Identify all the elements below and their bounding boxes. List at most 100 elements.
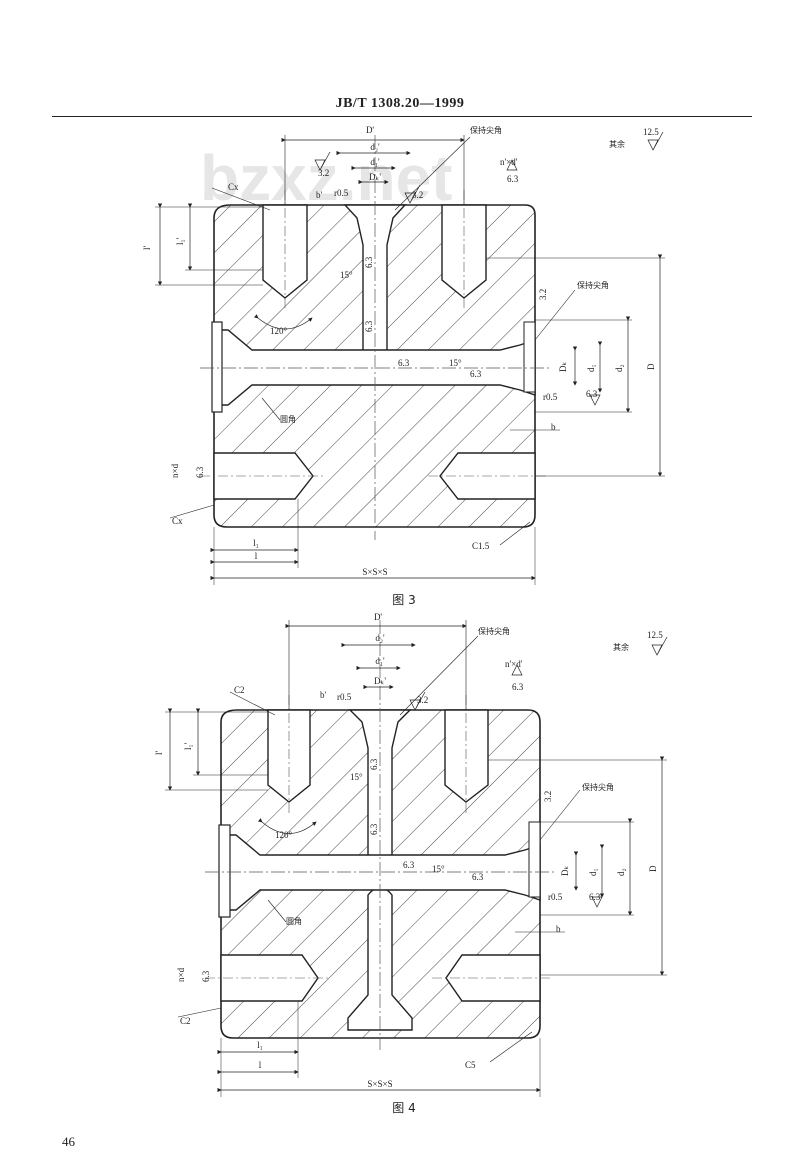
page-number: 46: [62, 1134, 75, 1149]
fig3-label-chamfer-top: Cx: [228, 182, 239, 192]
fig3-roughness-symbol: [589, 394, 601, 406]
fig3-label-thread-left: n×d: [170, 463, 180, 478]
fig4-left-spotface: [218, 824, 231, 918]
fig3-roughness-symbol: [647, 131, 664, 151]
figure-3: D' d₂' d₁' Dₖ' b' r0.5 保持尖角 n'×d' 6.3 3.…: [142, 125, 665, 607]
fig4-label-angle15-h: 15°: [432, 864, 445, 874]
fig3-label-ra32-right: 3.2: [538, 289, 548, 300]
fig3-label-round-corner: 圆角: [280, 414, 296, 424]
fig3-left-spotface: [211, 321, 223, 413]
fig4-roughness-symbol: [651, 636, 668, 656]
figure-4: D' d₂' d₁' Dₖ' b' r0.5 保持尖角 n'×d' 6.3 3.…: [154, 612, 668, 1115]
fig3-label-D-prime: D': [366, 125, 374, 135]
fig3-label-r05-right: r0.5: [543, 392, 558, 402]
header-title: JB/T 1308.20—1999: [335, 96, 465, 111]
fig4-label-ra63-h2: 6.3: [472, 872, 484, 882]
fig4-horizontal-bore: [220, 834, 541, 911]
fig3-label-angle15-h: 15°: [449, 358, 462, 368]
fig3-label-size: S×S×S: [362, 567, 387, 577]
fig3-roughness-symbol: [314, 151, 331, 171]
fig4-top-right-hole: [444, 709, 489, 803]
fig4-label-ra32-mid: 3.2: [417, 695, 428, 705]
fig4-label-d2: d₂: [616, 868, 626, 876]
fig3-label-l1: l₁: [253, 538, 259, 548]
fig4-label-thread-left: n×d: [176, 967, 186, 982]
fig4-roughness-symbol: [511, 664, 523, 676]
fig4-label-ra63-right: 6.3: [589, 892, 601, 902]
fig3-label-Dk: Dₖ: [558, 362, 568, 372]
fig4-label-d1-prime: d₁': [375, 656, 385, 666]
fig3-label-d1-prime: d₁': [370, 157, 380, 167]
fig3-label-l1-prime: l₁': [175, 237, 185, 245]
fig4-roughness-symbol: [409, 691, 426, 711]
fig4-label-l: l: [259, 1060, 262, 1070]
fig3-label-keep-sharp-top: 保持尖角: [470, 125, 502, 135]
fig3-label-chamfer-left: Cx: [172, 516, 183, 526]
fig4-label-angle120: 120°: [275, 830, 293, 840]
fig3-label-d1: d₁: [586, 364, 596, 372]
fig4-label-l1: l₁: [257, 1040, 263, 1050]
fig4-label-l1-prime: l₁': [183, 742, 193, 750]
fig3-label-ra32-left: 3.2: [318, 168, 329, 178]
fig4-label-round-corner: 圆角: [286, 916, 302, 926]
fig3-label-l-prime: l': [142, 245, 152, 250]
fig3-caption: 图 3: [392, 593, 415, 607]
fig3-label-ra63-v: 6.3: [364, 256, 374, 268]
fig3-label-ra63-top: 6.3: [507, 174, 519, 184]
fig3-label-b-prime: b': [316, 190, 323, 200]
fig4-label-Dk-prime: Dₖ': [374, 676, 386, 686]
fig3-label-chamfer-corner: C1.5: [472, 541, 490, 551]
fig3-label-angle120: 120°: [270, 326, 288, 336]
fig3-label-b: b: [551, 422, 556, 432]
fig3-label-ra63-right: 6.3: [586, 389, 598, 399]
fig4-label-angle15-v: 15°: [350, 772, 363, 782]
fig4-label-d2-prime: d₂': [375, 633, 385, 643]
fig4-label-thread-top: n'×d': [505, 659, 523, 669]
fig4-label-size: S×S×S: [367, 1079, 392, 1089]
fig4-right-spotface: [528, 821, 541, 898]
fig4-label-Dk: Dₖ: [560, 866, 570, 876]
fig3-label-ra32-mid: 3.2: [412, 190, 423, 200]
fig3-label-d2: d₂: [614, 364, 624, 372]
fig3-remaining-value: 12.5: [643, 127, 659, 137]
fig3-roughness-symbol: [404, 184, 421, 204]
fig4-label-ra63-top: 6.3: [512, 682, 524, 692]
fig4-label-d1: d₁: [588, 868, 598, 876]
fig3-label-thread-top: n'×d': [500, 157, 518, 167]
watermark: bzxz.net: [200, 142, 452, 214]
fig3-label-r05-top: r0.5: [334, 188, 349, 198]
fig4-caption: 图 4: [392, 1101, 415, 1115]
fig3-roughness-symbol: [506, 159, 518, 171]
fig4-label-ra32-right: 3.2: [543, 791, 553, 802]
fig3-label-keep-sharp-right: 保持尖角: [577, 280, 609, 290]
fig4-label-ra63-left: 6.3: [201, 970, 211, 982]
fig4-label-r05-right: r0.5: [548, 892, 563, 902]
fig4-label-D-prime: D': [374, 612, 382, 622]
fig3-angle-120-arc: [253, 314, 313, 330]
fig3-right-spotface: [523, 321, 536, 393]
fig3-label-ra63-h: 6.3: [398, 358, 410, 368]
fig3-label-angle15-v: 15°: [340, 270, 353, 280]
fig3-label-D: D: [646, 363, 656, 370]
fig3-label-ra63-left: 6.3: [195, 466, 205, 478]
fig4-label-keep-sharp-right: 保持尖角: [582, 782, 614, 792]
fig3-label-d2-prime: d₂': [370, 142, 380, 152]
fig4-label-r05-top: r0.5: [337, 692, 352, 702]
fig4-label-l-prime: l': [154, 750, 164, 755]
header-rule: [52, 116, 752, 117]
fig4-label-b: b: [556, 924, 561, 934]
fig4-label-ra63-h: 6.3: [403, 860, 415, 870]
fig4-label-keep-sharp-top: 保持尖角: [478, 626, 510, 636]
fig4-label-ra63-v: 6.3: [369, 758, 379, 770]
fig4-remaining-value: 12.5: [647, 630, 663, 640]
fig4-label-chamfer-corner: C5: [465, 1060, 476, 1070]
fig3-horizontal-bore: [213, 329, 536, 406]
fig4-angle-120-arc: [257, 818, 317, 834]
fig3-label-ra63-h2: 6.3: [470, 369, 482, 379]
fig3-remaining-label: 其余: [609, 139, 625, 149]
fig3-label-l: l: [255, 551, 258, 561]
fig4-left-side-hole: [220, 954, 319, 1002]
fig4-label-chamfer-top: C2: [234, 685, 245, 695]
fig4-label-chamfer-left: C2: [180, 1016, 191, 1026]
